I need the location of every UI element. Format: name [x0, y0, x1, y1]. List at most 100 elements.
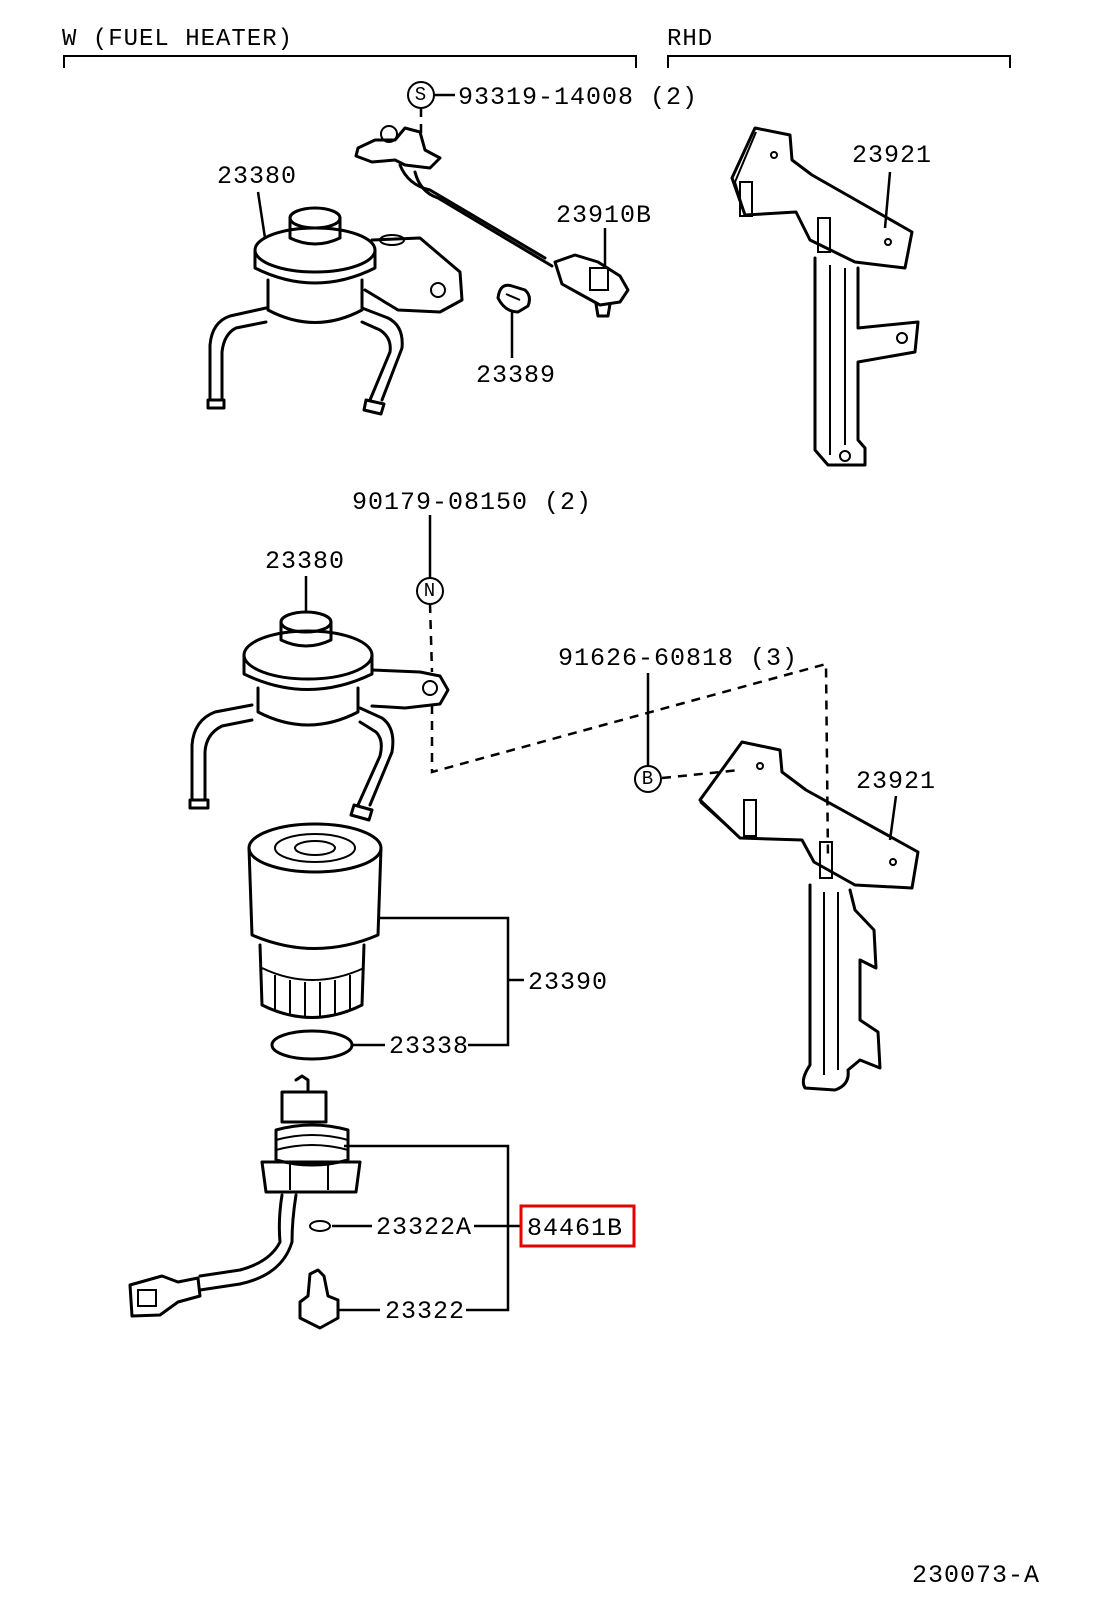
header-right: RHD [667, 26, 1011, 68]
screw-symbol-letter: S [415, 84, 427, 106]
header-left-bracket [63, 55, 637, 68]
filter-head-top: 23380 [206, 162, 464, 416]
head-bottom-body [256, 686, 360, 727]
head-top-cap [288, 206, 342, 230]
nut-symbol-letter: N [424, 580, 436, 602]
filter-element: 23390 [247, 822, 608, 1047]
mount-dash-path [430, 662, 830, 861]
clamp-detail [505, 293, 521, 301]
bracket-bottom-hole-2 [889, 858, 897, 866]
fuel-heater-sensor: 23910B [354, 125, 652, 318]
bolt-nut-callout: 90179-08150 (2) N [352, 488, 830, 861]
bracket-top-leg [813, 256, 920, 467]
sensor-plug-face [137, 1289, 157, 1307]
bracket-top-stud-2 [817, 217, 831, 253]
bolt2-dash [661, 768, 741, 780]
sensor-plug [128, 1274, 202, 1318]
head-top-body [266, 278, 364, 324]
element-top [247, 822, 383, 874]
bracket-bottom-label: 23921 [856, 767, 936, 796]
element-lower [258, 943, 366, 1019]
head-bottom-pipe-right-end [349, 803, 374, 822]
bracket-bottom-plate-edge [699, 801, 741, 839]
head-bottom-pipe-right-inner [356, 720, 383, 807]
bracket-bottom-leader [888, 795, 898, 841]
header-right-bracket [667, 55, 1011, 68]
head-top-pipe-left-end [206, 398, 226, 410]
sensor-hex-edges [289, 1164, 329, 1190]
filter-element-label: 23390 [528, 968, 608, 997]
head-bottom-dome [242, 629, 374, 681]
bracket-bottom-leg [801, 883, 882, 1092]
sensor-harness-1 [198, 1193, 284, 1278]
sensor-label: 23910B [556, 201, 652, 230]
head-bottom-arm-hole [422, 680, 438, 696]
bracket-top-plate [730, 126, 914, 270]
screw-part-label: 93319-14008 (2) [458, 83, 698, 112]
filter-head-bottom-label: 23380 [265, 547, 345, 576]
bracket-top-foot-hole [839, 450, 851, 462]
bolt2-callout: 91626-60818 (3) B [558, 644, 798, 793]
bracket-top: 23921 [730, 126, 931, 467]
head-top-port [379, 234, 405, 246]
bracket-top-leg-hole [896, 332, 908, 344]
highlight-box [519, 1204, 636, 1248]
header-left: W (FUEL HEATER) [62, 26, 637, 68]
bolt-part-label: 90179-08150 (2) [352, 488, 592, 517]
clamp: 23389 [476, 283, 556, 390]
element-ribs [274, 975, 351, 1018]
head-top-flange [363, 236, 464, 314]
clamp-label: 23389 [476, 361, 556, 390]
bracket-bottom-plate [698, 740, 920, 890]
screw-callout: S 93319-14008 (2) [407, 81, 698, 140]
filter-head-top-label: 23380 [217, 162, 297, 191]
bolt-symbol-circle [634, 765, 662, 793]
figure-id: 230073-A [912, 1561, 1040, 1590]
o-ring-shape [270, 1029, 354, 1061]
head-top-dome [253, 226, 377, 274]
bolt2-part-label: 91626-60818 (3) [558, 644, 798, 673]
sensor-hex-nut [260, 1160, 362, 1194]
bolt-symbol-letter: B [642, 768, 654, 790]
sensor-wire-2 [413, 170, 554, 268]
head-bottom-cap [279, 610, 333, 634]
gasket-shape [309, 1220, 331, 1232]
element-body [247, 846, 383, 950]
element-bracket-leader [380, 916, 510, 1047]
switch-shape [298, 1268, 340, 1330]
filter-head-bottom: 23380 [188, 547, 450, 822]
head-top-flange-hole [430, 282, 446, 298]
head-top-dome-side [253, 248, 377, 285]
element-rib-top [261, 967, 365, 981]
head-top-pipe-left-outer [208, 306, 268, 402]
head-bottom-pipe-left-end [188, 798, 210, 810]
element-top-hole [294, 840, 336, 856]
bracket-bottom-stud-1 [743, 799, 757, 837]
sensor-connector [553, 253, 630, 307]
bracket-bottom-hole-1 [756, 762, 764, 770]
o-ring: 23338 [270, 1029, 469, 1061]
head-top-pipe-right-outer [360, 306, 404, 402]
head-bottom-arm [370, 668, 450, 710]
sensor-float [280, 1090, 328, 1124]
bracket-top-hole-1 [770, 151, 778, 159]
sensor-knob [380, 125, 398, 143]
head-top-cap-side [288, 216, 342, 246]
switch-label: 23322 [385, 1297, 465, 1326]
o-ring-label: 23338 [389, 1032, 469, 1061]
head-bottom-dome-side [242, 653, 374, 691]
head-bottom-pipe-left-outer [190, 703, 254, 802]
head-bottom-cap-side [279, 620, 333, 648]
bracket-bottom-stud-2 [819, 841, 833, 879]
assembly-bracket-leader [344, 1144, 510, 1312]
filter-head-top-leader [256, 191, 267, 239]
element-top-ring [274, 833, 356, 863]
sensor-harness-2 [198, 1193, 298, 1292]
sensor-thread-lines [275, 1134, 349, 1151]
header-left-label: W (FUEL HEATER) [62, 26, 293, 53]
bracket-top-hole-2 [884, 238, 892, 246]
bracket-bottom: 23921 [698, 740, 936, 1092]
head-bottom-pipe-right-outer [358, 706, 395, 807]
gasket-label: 23322A [376, 1213, 472, 1242]
head-top-pipe-right-inner [360, 320, 392, 402]
